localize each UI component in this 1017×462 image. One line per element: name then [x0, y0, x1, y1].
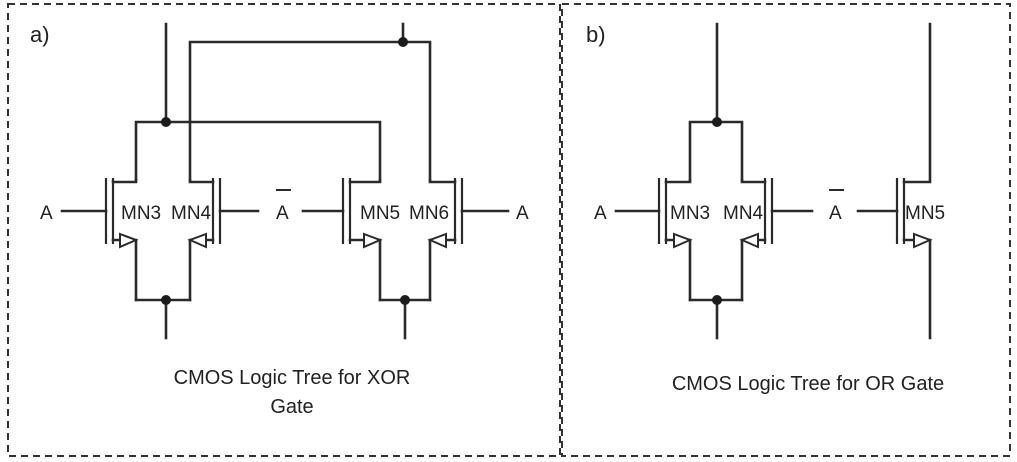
junction-dot — [712, 117, 722, 127]
transistor-mn4 — [739, 178, 814, 302]
panel-b: b) — [586, 22, 945, 395]
junction-dot — [712, 295, 722, 305]
transistor-label-mn3: MN3 — [121, 203, 161, 224]
panel-b-frame — [561, 3, 1011, 457]
junction-dot — [400, 295, 410, 305]
transistor-label-mn5: MN5 — [360, 203, 400, 224]
wire-mid-bus — [134, 120, 382, 182]
transistor-mn5 — [301, 178, 383, 302]
transistor-mn3 — [614, 178, 693, 302]
transistor-label-mn3: MN3 — [670, 203, 710, 224]
transistor-mn4 — [187, 178, 260, 302]
junction-dot — [161, 295, 171, 305]
caption-line-1: CMOS Logic Tree for XOR — [174, 367, 411, 389]
transistor-label-mn4: MN4 — [171, 203, 212, 224]
junction-dot — [161, 117, 171, 127]
input-label-a-bar: A — [276, 203, 289, 224]
junction-dot — [398, 37, 408, 47]
wire-upper-bus — [188, 40, 432, 182]
input-label-a-right: A — [516, 203, 529, 224]
panel-a: a) — [30, 22, 529, 418]
caption-line-2: Gate — [270, 396, 313, 418]
input-label-a-left: A — [594, 203, 607, 224]
panel-b-label: b) — [586, 22, 606, 47]
transistor-label-mn6: MN6 — [409, 203, 449, 224]
transistor-label-mn5: MN5 — [905, 203, 945, 224]
panel-a-frame — [7, 3, 561, 457]
transistor-mn6 — [427, 178, 510, 302]
input-label-a-bar: A — [829, 203, 842, 224]
transistor-mn3 — [60, 178, 139, 302]
transistor-label-mn4: MN4 — [723, 203, 764, 224]
transistor-mn5 — [856, 22, 933, 340]
input-label-a-left: A — [40, 203, 53, 224]
panel-a-label: a) — [30, 22, 50, 47]
caption: CMOS Logic Tree for OR Gate — [672, 373, 944, 395]
